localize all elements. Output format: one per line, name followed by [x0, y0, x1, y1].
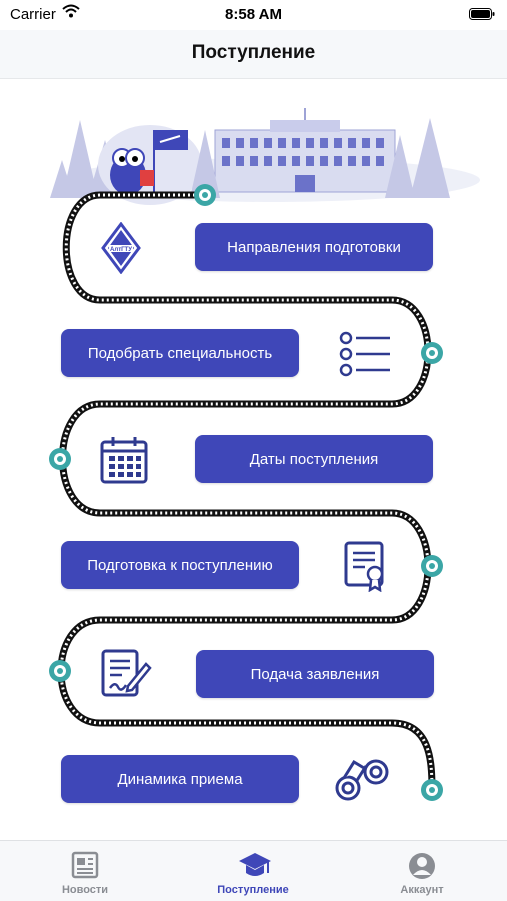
tab-admission[interactable]: Поступление — [188, 841, 318, 901]
battery-icon — [469, 7, 495, 24]
admission-dynamics-button[interactable]: Динамика приема — [61, 755, 299, 803]
choose-specialty-button-label: Подобрать специальность — [87, 344, 273, 362]
status-bar: Carrier 8:58 AM — [0, 0, 507, 30]
directions-button-label: Направления подготовки — [227, 238, 401, 256]
path-node — [421, 342, 443, 364]
certificate-icon — [343, 540, 389, 597]
tab-admission-label: Поступление — [217, 884, 289, 896]
carrier-label: Carrier — [10, 6, 56, 23]
submit-application-button-label: Подача заявления — [250, 665, 380, 683]
tab-account[interactable]: Аккаунт — [357, 841, 487, 901]
campus-illustration — [50, 108, 480, 205]
graduation-cap-icon — [239, 853, 271, 876]
mascot-icon — [98, 125, 202, 205]
admission-preparation-button[interactable]: Подготовка к поступлению — [61, 541, 299, 589]
university-emblem-icon: АлтГТУ — [100, 221, 142, 279]
page-title: Поступление — [191, 42, 316, 63]
status-time: 8:58 AM — [225, 6, 282, 23]
path-node — [49, 660, 71, 682]
admission-dates-button-label: Даты поступления — [249, 450, 379, 468]
admission-dynamics-button-label: Динамика приема — [117, 770, 243, 788]
university-building-icon — [214, 108, 396, 193]
tab-news-label: Новости — [61, 884, 109, 896]
wifi-icon — [62, 4, 80, 22]
submit-application-button[interactable]: Подача заявления — [196, 650, 434, 698]
list-icon — [338, 330, 392, 383]
path-node — [194, 184, 216, 206]
path-node — [49, 448, 71, 470]
tab-account-label: Аккаунт — [400, 884, 444, 896]
account-icon — [409, 853, 435, 879]
tab-news[interactable]: Новости — [20, 841, 150, 901]
path-node — [421, 779, 443, 801]
path-node — [421, 555, 443, 577]
emblem-text: АлтГТУ — [110, 247, 132, 253]
admission-dates-button[interactable]: Даты поступления — [195, 435, 433, 483]
directions-button[interactable]: Направления подготовки — [195, 223, 433, 271]
admission-preparation-button-label: Подготовка к поступлению — [87, 556, 273, 574]
document-pen-icon — [100, 648, 152, 705]
binoculars-icon — [334, 752, 390, 809]
tab-bar: Новости Поступление Аккаунт — [0, 840, 507, 901]
roadmap-path — [49, 108, 480, 801]
navigation-bar: Поступление — [0, 30, 507, 79]
calendar-icon — [100, 436, 148, 489]
choose-specialty-button[interactable]: Подобрать специальность — [61, 329, 299, 377]
newspaper-icon — [71, 851, 99, 879]
tree-icon — [190, 118, 450, 198]
